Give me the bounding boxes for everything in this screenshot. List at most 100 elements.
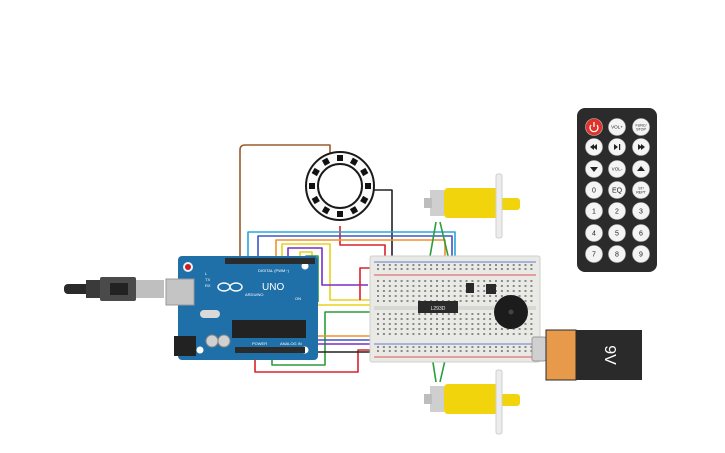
breadboard-hole [483,323,486,325]
breadboard-hole [382,268,385,270]
wire-brown[interactable] [239,144,331,262]
breadboard-hole [506,328,509,330]
remote-button[interactable] [632,160,650,178]
remote-button-label: REPT [636,191,646,195]
breadboard-hole [424,313,427,315]
remote-button[interactable]: ST/REPT [632,181,650,199]
breadboard-hole [483,290,486,292]
remote-button[interactable]: VOL- [608,160,626,178]
breadboard-hole [465,318,468,320]
remote-button[interactable] [632,138,650,156]
breadboard-hole [471,300,474,302]
breadboard-hole [400,346,403,348]
breadboard-hole [406,350,409,352]
breadboard-hole [500,328,503,330]
wire-yellow-top[interactable] [281,243,378,301]
ring-led [349,206,359,215]
breadboard-hole [483,346,486,348]
wire-red-bottom[interactable] [254,345,378,373]
breadboard-hole [388,268,391,270]
remote-button[interactable]: 3 [632,202,650,220]
breadboard-hole [382,318,385,320]
neopixel-ring[interactable] [305,151,375,221]
breadboard-hole [465,333,468,335]
breadboard-hole [406,295,409,297]
ring-led [360,167,369,177]
breadboard-hole [424,318,427,320]
breadboard-hole [377,346,379,348]
breadboard-hole [418,346,421,348]
remote-button[interactable]: VOL+ [608,118,626,136]
remote-button[interactable]: 2 [608,202,626,220]
wire-cyan[interactable] [247,231,456,268]
wire-blue[interactable] [257,235,453,268]
breadboard-hole [424,346,427,348]
breadboard-hole [518,280,521,282]
breadboard-hole [465,300,468,302]
remote-button[interactable] [585,160,603,178]
remote-button-label: 5 [615,230,619,237]
l293d-chip[interactable]: L293D [418,301,458,313]
breadboard-hole [418,290,421,292]
breadboard-hole [465,328,468,330]
dc-motor-top[interactable] [424,173,520,239]
remote-button[interactable]: EQ [608,181,626,199]
breadboard-hole [388,350,391,352]
arduino-on-label: ON [295,296,301,301]
breadboard-hole [518,350,521,352]
remote-button[interactable]: 7 [585,245,603,263]
arduino-uno-board[interactable]: UNO ARDUINO DIGITAL (PWM~) POWER ANALOG … [165,256,318,360]
battery-9v[interactable]: 9V [531,329,642,381]
wire-black-ring[interactable] [372,189,393,262]
breadboard-hole [418,350,421,352]
breadboard-hole [382,280,385,282]
l293d-chip-label: L293D [431,306,446,312]
breadboard-hole [471,268,474,270]
breadboard-hole [382,328,385,330]
breadboard-hole [477,333,480,335]
wire-orange[interactable] [275,239,446,268]
breadboard-hole [377,300,379,302]
breadboard-hole [394,323,397,325]
breadboard-hole [500,350,503,352]
breadboard-hole [382,295,385,297]
breadboard-hole [524,295,527,297]
remote-button[interactable]: 1 [585,202,603,220]
breadboard-hole [406,346,409,348]
breadboard-hole [377,318,379,320]
breadboard-hole [436,350,438,352]
remote-button[interactable]: 5 [608,224,626,242]
remote-button[interactable]: 0 [585,181,603,199]
remote-button[interactable]: 6 [632,224,650,242]
breadboard-hole [412,264,415,266]
breadboard-hole [447,285,450,287]
remote-button[interactable] [608,138,626,156]
ring-led [365,183,371,189]
breadboard-hole [530,290,533,292]
breadboard-hole [459,333,462,335]
wire-purple[interactable] [287,247,368,286]
remote-button[interactable]: 9 [632,245,650,263]
breadboard-hole [518,268,521,270]
breadboard-hole [388,313,391,315]
remote-button[interactable] [585,118,603,136]
breadboard-hole [489,333,492,335]
piezo-buzzer[interactable] [494,295,528,329]
breadboard-hole [512,350,515,352]
breadboard-hole [430,268,433,270]
breadboard-hole [412,346,415,348]
ir-receiver[interactable] [466,283,496,294]
breadboard-hole [394,313,397,315]
remote-button[interactable]: FUNC/STOP [632,118,650,136]
remote-button[interactable]: 4 [585,224,603,242]
breadboard-hole [382,313,385,315]
breadboard-hole [489,350,492,352]
remote-button[interactable] [585,138,603,156]
breadboard-hole [518,290,521,292]
arduino-logo-text: UNO [262,282,284,293]
breadboard-hole [424,264,427,266]
ring-led [337,211,343,217]
remote-button[interactable]: 8 [608,245,626,263]
dc-motor-bottom[interactable] [424,369,520,435]
